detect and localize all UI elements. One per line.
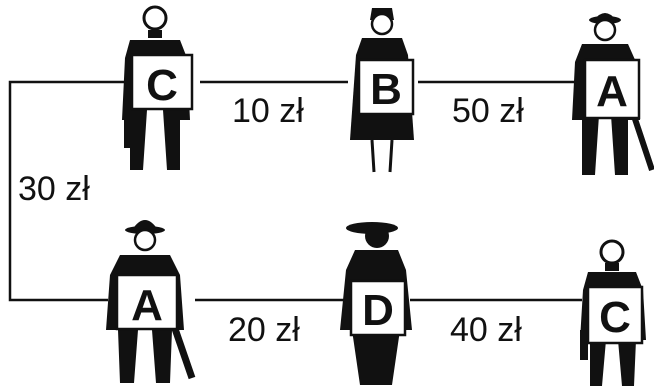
person-top-middle: B: [350, 8, 415, 173]
amount-label-c-a: 30 zł: [18, 170, 90, 208]
neck-icon: [605, 263, 619, 271]
legs-icon: [370, 139, 394, 173]
amount-label-d-c: 40 zł: [450, 311, 522, 349]
sign-board: [349, 279, 407, 337]
person-bottom-left: A: [106, 220, 196, 383]
sign-letter: B: [370, 65, 402, 114]
head-icon: [593, 18, 617, 42]
person-top-left: C: [122, 5, 194, 170]
umbrella-icon: [629, 109, 654, 171]
head-icon: [599, 239, 625, 265]
amount-label-a-d: 20 zł: [228, 311, 300, 349]
bowler-hat-icon: [132, 220, 158, 230]
sign-letter: C: [599, 293, 631, 342]
umbrella-icon: [580, 330, 588, 360]
sign-letter: A: [596, 67, 628, 116]
sign-board: [583, 58, 641, 120]
neck-icon: [148, 30, 162, 38]
amount-label-c-b: 10 zł: [232, 92, 304, 130]
sign-letter: D: [362, 286, 394, 335]
person-bottom-right: C: [580, 239, 646, 386]
head-icon: [370, 12, 394, 36]
connection-lines: [8, 80, 582, 302]
umbrella-icon: [124, 110, 132, 148]
sign-board: [130, 53, 194, 111]
edge-c-a: [8, 80, 125, 302]
sign-board: [115, 273, 179, 331]
sign-letter: A: [131, 281, 163, 330]
bowler-hat-icon: [594, 13, 616, 20]
sign-board: [357, 58, 415, 116]
sign-letter: C: [146, 61, 178, 110]
head-icon: [142, 5, 168, 31]
head-icon: [365, 224, 389, 248]
amount-label-b-a: 50 zł: [452, 92, 524, 130]
head-icon: [133, 228, 157, 252]
person-top-right: A: [572, 13, 654, 175]
sign-board: [586, 285, 644, 345]
person-bottom-middle: D: [340, 222, 412, 385]
